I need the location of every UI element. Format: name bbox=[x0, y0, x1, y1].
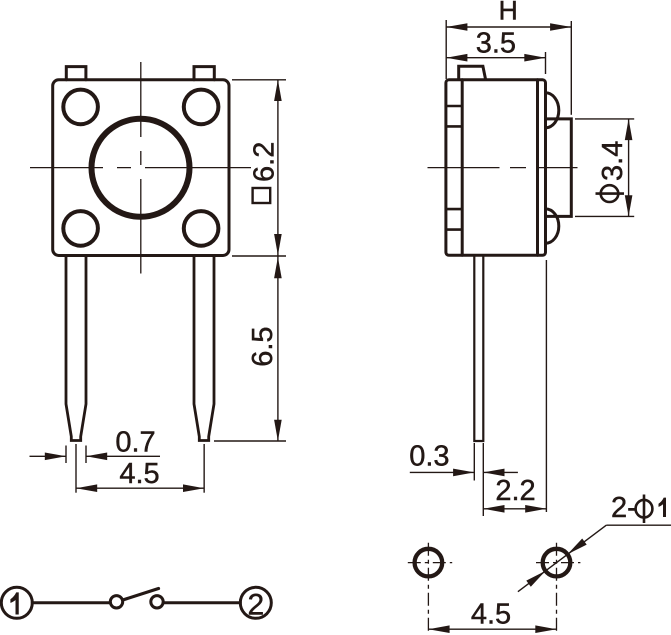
svg-text:2.2: 2.2 bbox=[495, 475, 535, 507]
svg-text:3.5: 3.5 bbox=[476, 28, 516, 60]
svg-text:H: H bbox=[499, 0, 518, 26]
svg-text:2: 2 bbox=[247, 589, 264, 622]
svg-text:6.5: 6.5 bbox=[247, 326, 279, 366]
svg-text:3.4: 3.4 bbox=[597, 141, 629, 181]
svg-text:2-: 2- bbox=[611, 492, 637, 524]
svg-text:0.3: 0.3 bbox=[409, 441, 449, 473]
svg-text:4.5: 4.5 bbox=[119, 458, 159, 490]
svg-text:4.5: 4.5 bbox=[471, 599, 511, 631]
svg-text:0.7: 0.7 bbox=[115, 426, 155, 458]
svg-text:6.2: 6.2 bbox=[248, 142, 280, 182]
